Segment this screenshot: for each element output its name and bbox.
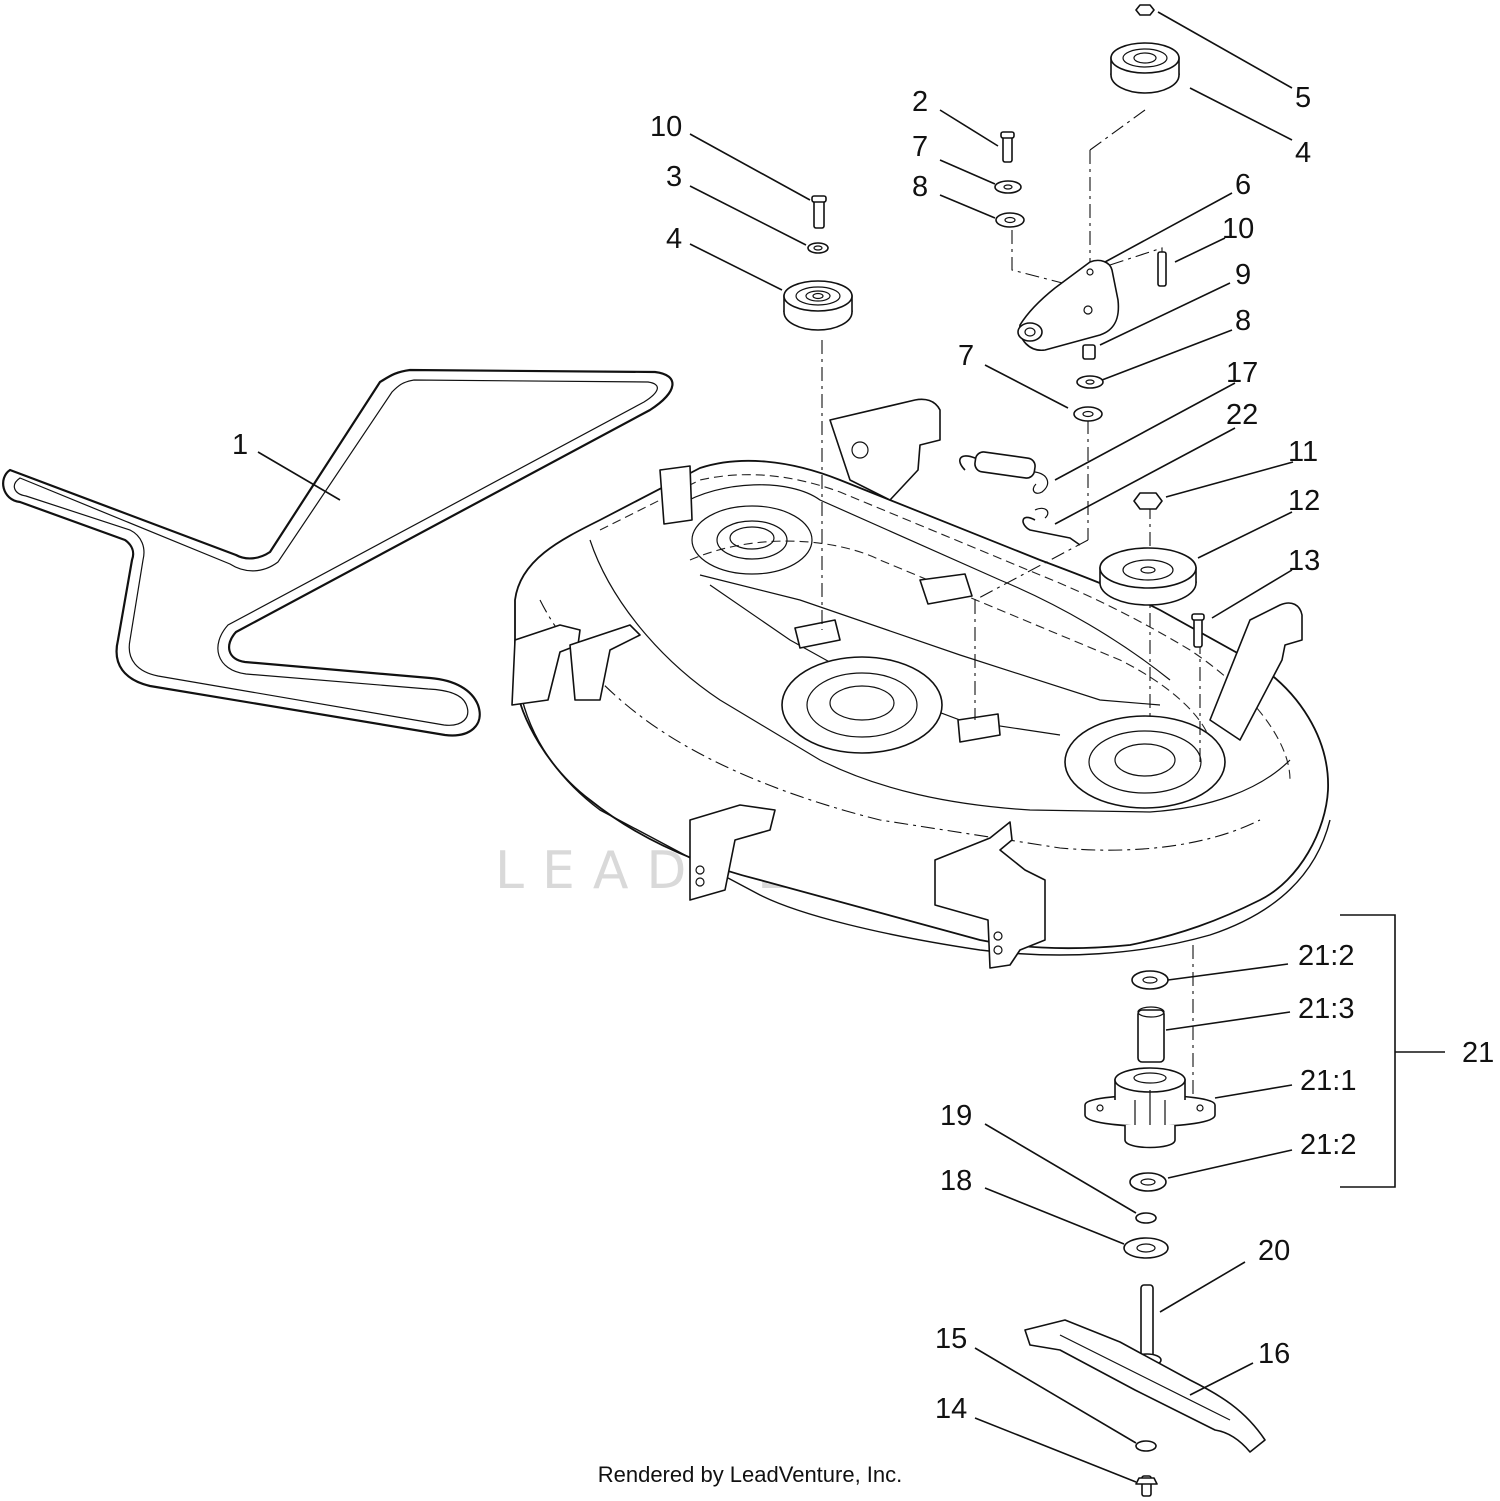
callout-12: 12	[1288, 485, 1320, 517]
assembly-centerlines	[821, 109, 1201, 1100]
callout-6: 6	[1235, 169, 1251, 201]
callout-4-right: 4	[1295, 137, 1311, 169]
belt-guide-tab	[919, 573, 973, 605]
callout-11: 11	[1288, 436, 1318, 468]
callout-13: 13	[1288, 545, 1320, 577]
left-idler-stack	[783, 195, 853, 331]
callout-7-upper: 7	[912, 131, 928, 163]
callout-20: 20	[1258, 1235, 1290, 1267]
callout-21-1: 21:1	[1300, 1065, 1356, 1097]
callout-21: 21	[1462, 1037, 1494, 1069]
render-credit: Rendered by LeadVenture, Inc.	[597, 1462, 903, 1487]
callout-4-left: 4	[666, 223, 682, 255]
callout-9: 9	[1235, 259, 1251, 291]
left-spindle-opening	[691, 505, 813, 575]
callout-5: 5	[1295, 82, 1311, 114]
idler-arm-stack	[994, 4, 1180, 422]
callout-7-lower: 7	[958, 340, 974, 372]
rear-mount-bracket-left	[829, 398, 941, 501]
drive-belt	[2, 368, 674, 737]
callout-19: 19	[940, 1100, 972, 1132]
blade-stack	[1024, 1212, 1266, 1497]
spindle-pulley-stack	[1099, 492, 1205, 648]
belt-guide-tab	[957, 713, 1001, 743]
callout-18: 18	[940, 1165, 972, 1197]
leader-lines	[257, 11, 1294, 1483]
callout-8-lower: 8	[1235, 305, 1251, 337]
mower-deck	[511, 398, 1331, 969]
callout-21-2-lower: 21:2	[1300, 1129, 1356, 1161]
callout-1: 1	[232, 429, 248, 461]
callout-15: 15	[935, 1323, 967, 1355]
callout-labels: 1 2 3 4 4 5 6 7 7 8 8 9 10 10 11 12 13 1…	[232, 82, 1494, 1425]
callout-3: 3	[666, 161, 682, 193]
side-mount-left-2	[569, 624, 641, 701]
callout-2: 2	[912, 86, 928, 118]
callout-22: 22	[1226, 399, 1258, 431]
spindle-assembly	[1084, 914, 1445, 1192]
right-spindle-opening	[1064, 715, 1226, 809]
callout-10-right: 10	[1222, 213, 1254, 245]
callout-8-upper: 8	[912, 171, 928, 203]
callout-14: 14	[935, 1393, 967, 1425]
bracket-hole	[851, 441, 869, 459]
front-mount-left	[689, 804, 776, 901]
callout-17: 17	[1226, 357, 1258, 389]
callout-21-2-upper: 21:2	[1298, 940, 1354, 972]
front-mount-right	[934, 821, 1046, 969]
callout-10-left: 10	[650, 111, 682, 143]
center-spindle-opening	[781, 656, 943, 754]
belt-guide-tab	[659, 465, 693, 525]
side-mount-left	[511, 624, 581, 706]
spring-and-hook	[959, 451, 1081, 546]
rear-mount-bracket-right	[1209, 602, 1303, 741]
callout-16: 16	[1258, 1338, 1290, 1370]
callout-21-3: 21:3	[1298, 993, 1354, 1025]
